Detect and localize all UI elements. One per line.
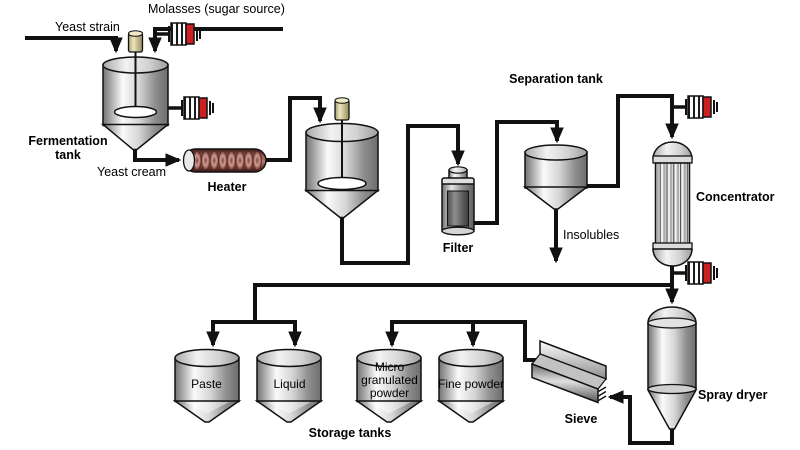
yeast-cream-label: Yeast cream bbox=[97, 165, 167, 179]
storage-tanks-label: Storage tanks bbox=[308, 426, 392, 440]
pipe-spray-dryer-to-sieve bbox=[607, 390, 674, 445]
liquid-tank-label: Liquid bbox=[273, 377, 306, 391]
pipe-heater-to-tank bbox=[265, 96, 327, 162]
paste-tank-label: Paste bbox=[191, 377, 222, 391]
valve-concentrator-inlet bbox=[670, 94, 719, 120]
sieve bbox=[531, 339, 607, 404]
pipe-filter-to-separator bbox=[473, 120, 564, 225]
yeast-strain-label: Yeast strain bbox=[55, 20, 120, 34]
pipe-fermenter-outlet bbox=[133, 146, 182, 167]
heater-coils bbox=[192, 150, 262, 171]
sieve-mesh-edge bbox=[598, 386, 607, 402]
mixing-tank bbox=[303, 97, 381, 219]
spray-dryer-label: Spray dryer bbox=[698, 388, 768, 402]
filter-label: Filter bbox=[442, 241, 474, 255]
fine-tank-label: Fine powder bbox=[438, 377, 505, 391]
pipe-molasses-feed bbox=[148, 27, 283, 54]
filter bbox=[441, 166, 475, 236]
valve-molasses-line bbox=[153, 21, 202, 47]
heater bbox=[182, 148, 267, 173]
pipe-yeast-strain-feed bbox=[25, 36, 123, 54]
pipe-main-branch bbox=[253, 283, 670, 324]
pipe-separator-to-concentrator bbox=[582, 94, 679, 188]
pipes bbox=[25, 27, 679, 445]
sieve-label: Sieve bbox=[564, 412, 598, 426]
fermentation-tank-label: Fermentation tank bbox=[28, 134, 108, 162]
micro-tank-label: Micro granulated powder bbox=[361, 360, 418, 400]
concentrator-label: Concentrator bbox=[696, 190, 775, 204]
spray-dryer bbox=[646, 306, 698, 430]
fermentation-tank bbox=[100, 30, 171, 151]
heater-label: Heater bbox=[207, 180, 247, 194]
valve-fermentation-tank bbox=[166, 95, 215, 121]
separation-tank-label: Separation tank bbox=[509, 72, 603, 86]
stirrer-impeller bbox=[317, 176, 367, 191]
concentrator-tubes bbox=[654, 162, 691, 245]
separation-tank bbox=[522, 144, 590, 210]
insolubles-label: Insolubles bbox=[563, 228, 620, 242]
stirrer-impeller bbox=[113, 105, 158, 119]
pipe-tank-to-filter bbox=[340, 124, 465, 265]
pipe-sieve-to-powder-tanks bbox=[385, 320, 539, 362]
pipe-paste-liquid-split bbox=[206, 320, 302, 348]
molasses-label: Molasses (sugar source) bbox=[148, 2, 285, 16]
concentrator bbox=[652, 141, 693, 267]
